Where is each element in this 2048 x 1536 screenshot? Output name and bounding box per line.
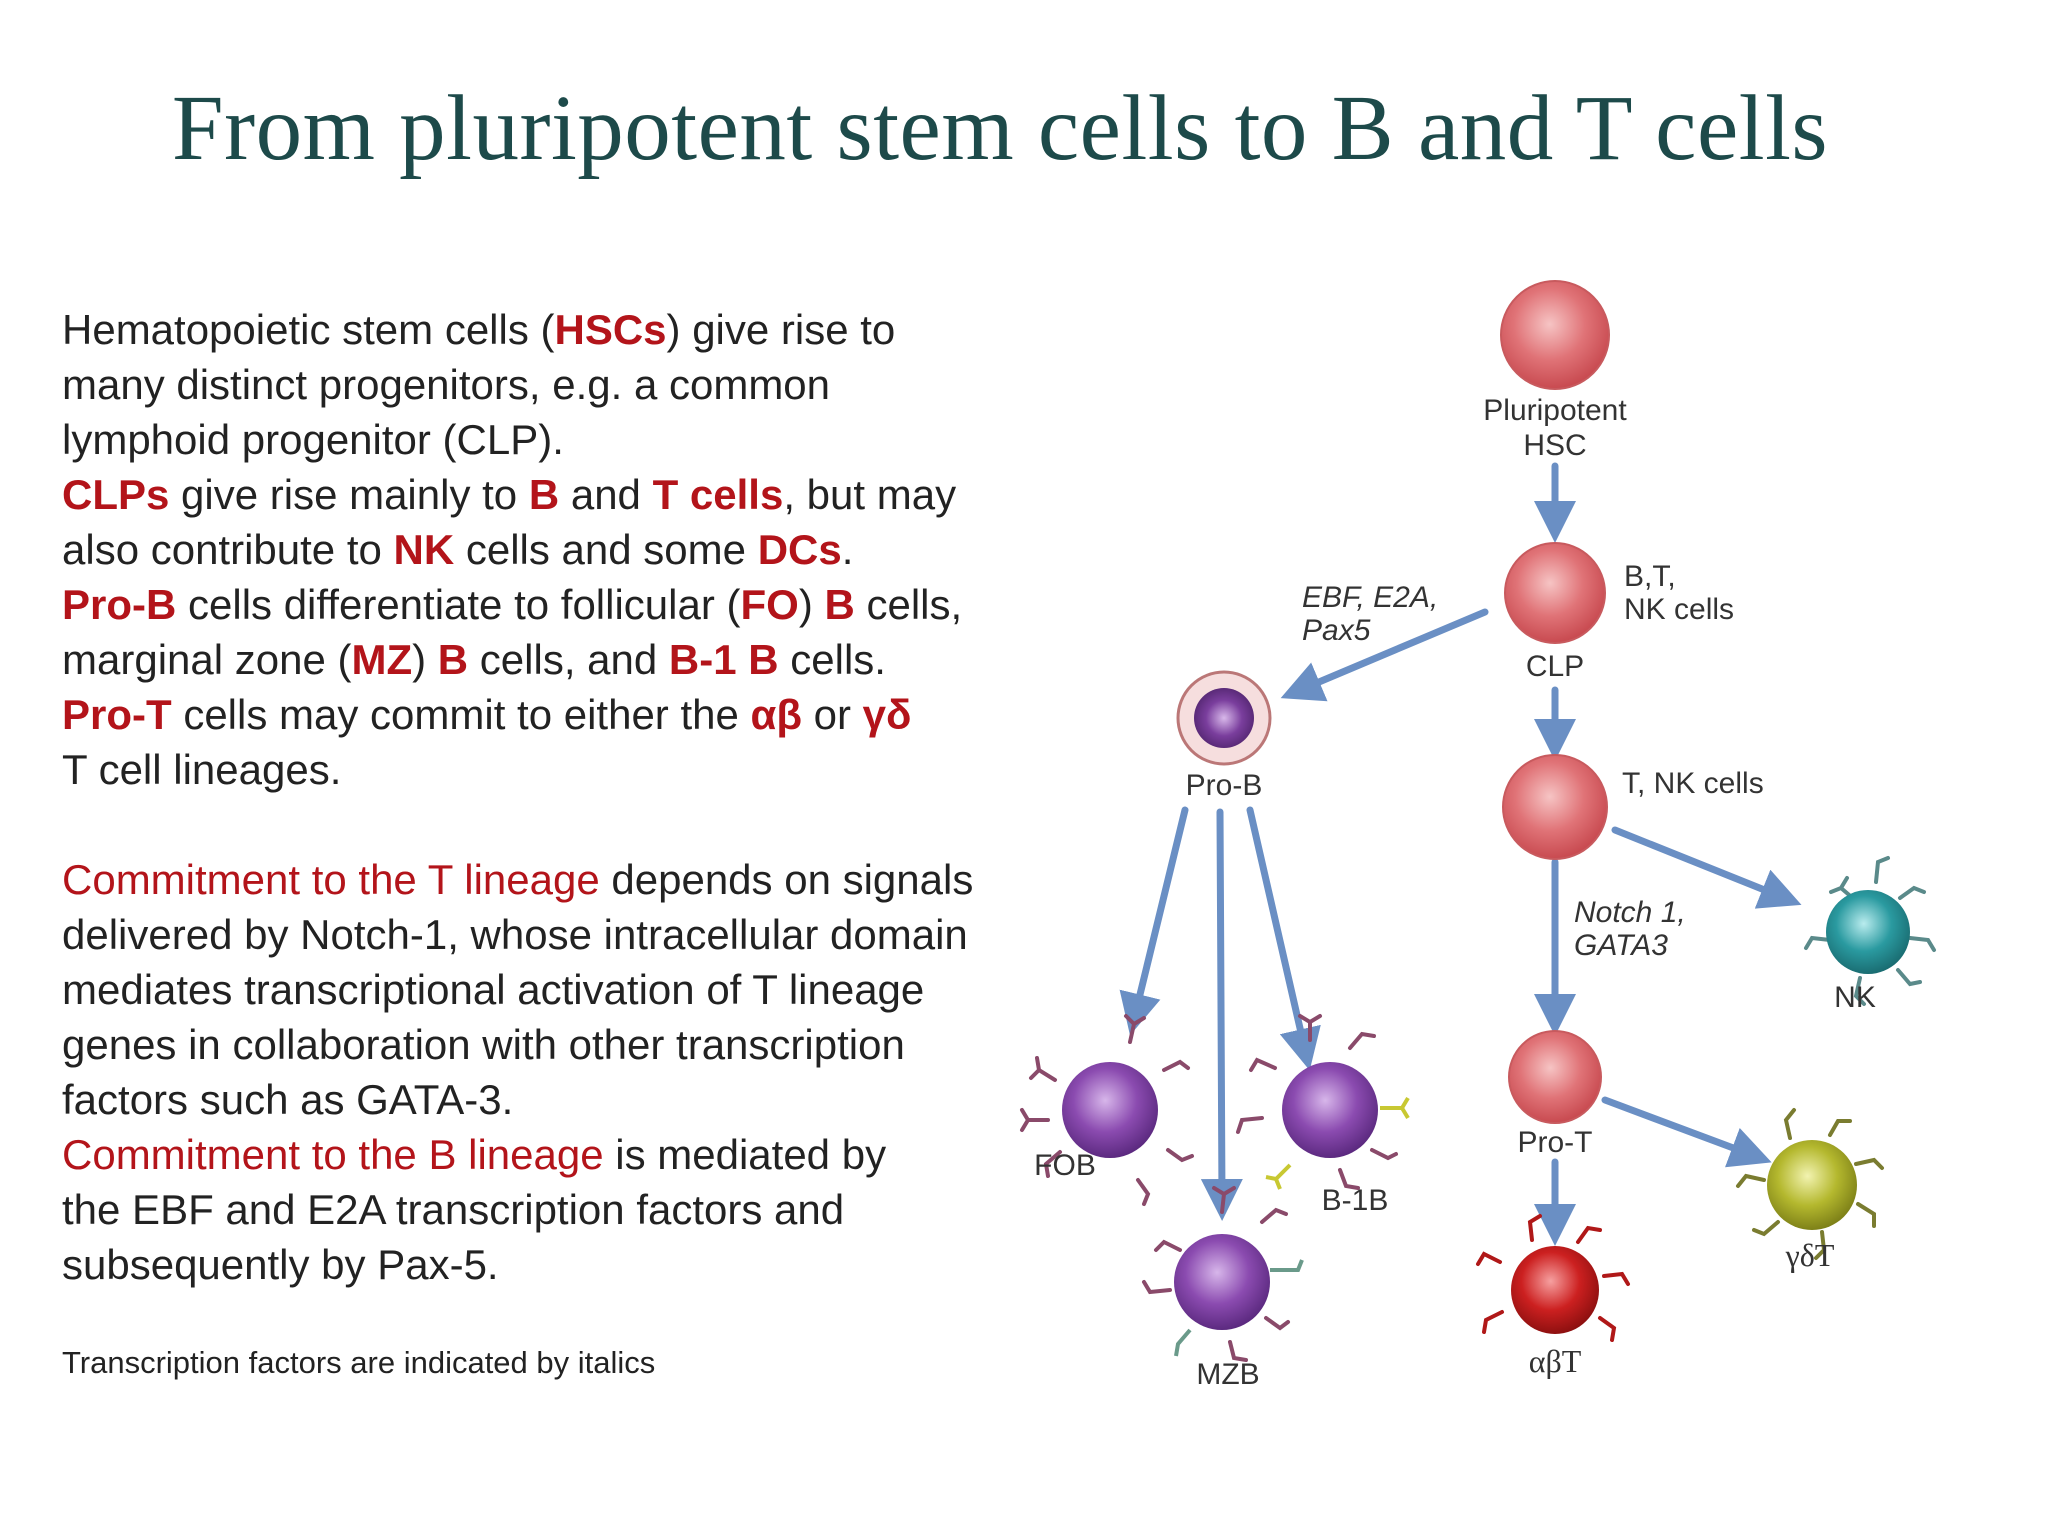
text-line: also contribute to NK cells and some DCs… [62, 526, 854, 573]
abt-receptors-icon [1476, 1214, 1630, 1342]
fob-cell-icon [1062, 1062, 1158, 1158]
hsc-label: HSC [1523, 429, 1586, 462]
text-line: lymphoid progenitor (CLP). [62, 416, 564, 463]
text-line: subsequently by Pax-5. [62, 1241, 499, 1288]
pro-b-nucleus-icon [1194, 688, 1254, 748]
nk-cell-icon [1826, 890, 1910, 974]
text-line: factors such as GATA-3. [62, 1076, 514, 1123]
t-nk-label: T, NK cells [1622, 767, 1764, 800]
text-line: Hematopoietic stem cells (HSCs) give ris… [62, 306, 896, 353]
arrow-clp-to-prob [1280, 608, 1489, 702]
mzb-receptors-icon [1142, 1186, 1290, 1362]
mzb-label: MZB [1196, 1358, 1259, 1391]
text-line: genes in collaboration with other transc… [62, 1021, 905, 1068]
text-line: delivered by Notch-1, whose intracellula… [62, 911, 968, 958]
t-factors-label: Notch 1, [1574, 896, 1686, 929]
text-line: mediates transcriptional activation of T… [62, 966, 925, 1013]
b-factors-label: Pax5 [1302, 614, 1371, 647]
text-line: Pro-T cells may commit to either the αβ … [62, 691, 912, 738]
abt-label: αβT [1529, 1343, 1582, 1379]
lineage-arrows [1119, 462, 1802, 1246]
arrow-tnk-to-nk [1611, 826, 1802, 909]
pro-t-cell-icon [1508, 1030, 1602, 1124]
clp-potential-label: NK cells [1624, 593, 1734, 626]
text-line: the EBF and E2A transcription factors an… [62, 1186, 845, 1233]
text-line: CLPs give rise mainly to B and T cells, … [62, 471, 957, 518]
fob-label: FOB [1034, 1149, 1096, 1182]
text-line: Pro-B cells differentiate to follicular … [62, 581, 963, 628]
text-line: Commitment to the T lineage depends on s… [62, 856, 974, 903]
pro-b-label: Pro-B [1186, 769, 1263, 802]
clp-label: CLP [1526, 650, 1584, 683]
clp-cell-icon [1504, 542, 1606, 644]
slide-title: From pluripotent stem cells to B and T c… [171, 77, 1829, 180]
hsc-label: Pluripotent [1483, 394, 1627, 427]
gdt-label: γδT [1785, 1237, 1835, 1273]
b1b-receptors-icon [1236, 1014, 1398, 1190]
text-line: many distinct progenitors, e.g. a common [62, 361, 831, 408]
gdt-cell-icon [1767, 1140, 1857, 1230]
text-line: Commitment to the B lineage is mediated … [62, 1131, 887, 1178]
b1b-label: B-1B [1322, 1184, 1389, 1217]
clp-potential-label: B,T, [1624, 560, 1676, 593]
footnote: Transcription factors are indicated by i… [62, 1345, 656, 1380]
hsc-cell-icon [1500, 280, 1610, 390]
t-nk-progenitor-icon [1502, 754, 1608, 860]
mzb-cell-icon [1174, 1234, 1270, 1330]
mzb-ligand-icon [1174, 1259, 1304, 1357]
abt-cell-icon [1511, 1246, 1599, 1334]
b-factors-label: EBF, E2A, [1302, 581, 1438, 614]
nk-receptors-icon [1804, 856, 1936, 1006]
body-text: Hematopoietic stem cells (HSCs) give ris… [62, 302, 1102, 1292]
arrow-prob-to-b1b [1246, 806, 1321, 1071]
arrow-prot-to-gdt [1601, 1096, 1772, 1168]
arrow-prob-to-fob [1119, 806, 1189, 1036]
pro-t-label: Pro-T [1518, 1126, 1593, 1159]
text-line: marginal zone (MZ) B cells, and B-1 B ce… [62, 636, 886, 683]
b1b-cell-icon [1282, 1062, 1378, 1158]
b1b-ligand-icon [1265, 1096, 1410, 1190]
t-factors-label: GATA3 [1574, 929, 1668, 962]
gdt-receptors-icon [1736, 1108, 1884, 1260]
text-line: T cell lineages. [62, 746, 342, 793]
nk-label: NK [1834, 981, 1876, 1014]
fob-receptors-icon [1020, 1014, 1194, 1206]
arrow-prob-to-mzb [1200, 808, 1243, 1221]
